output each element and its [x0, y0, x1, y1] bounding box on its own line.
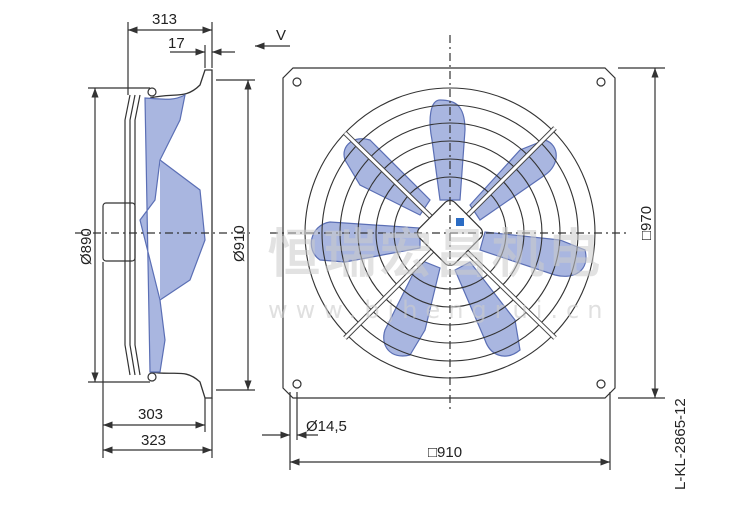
dim-d910: Ø910 — [231, 225, 248, 262]
dim-plate-970: □970 — [638, 206, 655, 240]
view-arrow-label: V — [276, 27, 286, 44]
dim-hole: Ø14,5 — [306, 418, 347, 435]
watermark-url: www.bjhengrui.cn — [268, 296, 610, 324]
dim-313: 313 — [152, 11, 177, 28]
drawing-code: L-KL-2865-12 — [672, 398, 689, 490]
watermark-logo: 恒瑞宏昌机电 — [268, 225, 604, 285]
dim-17: 17 — [168, 35, 185, 52]
side-view — [102, 69, 213, 399]
dim-303: 303 — [138, 406, 163, 423]
dim-plate-910: □910 — [428, 444, 462, 461]
front-view — [282, 67, 616, 399]
dim-d890: Ø890 — [78, 228, 95, 265]
dim-323: 323 — [141, 432, 166, 449]
